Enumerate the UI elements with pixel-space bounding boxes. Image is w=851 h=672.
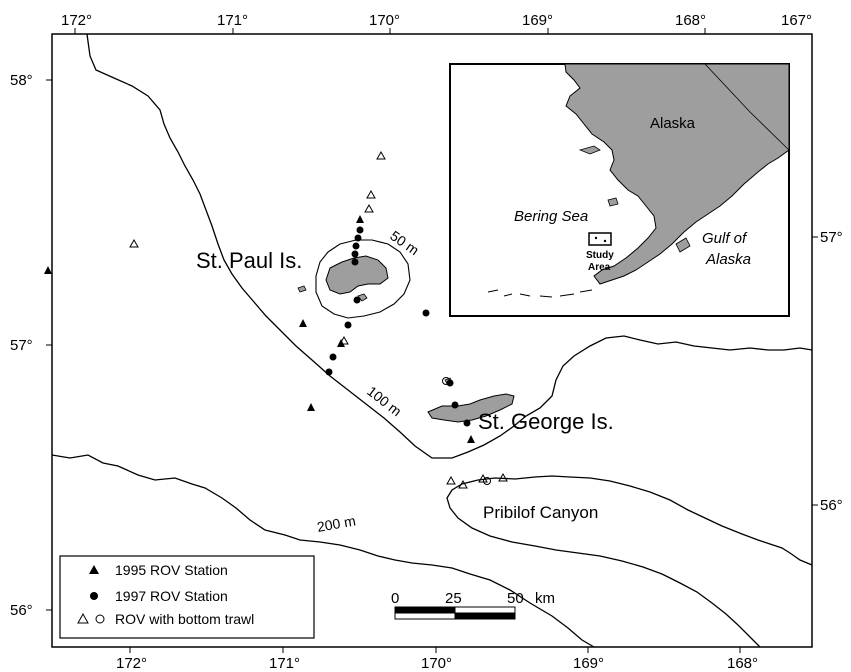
depth-100m-label: 100 m bbox=[364, 383, 405, 420]
canada-border bbox=[704, 64, 789, 151]
station-1997-marker bbox=[351, 250, 359, 258]
trawl-triangle-marker bbox=[458, 479, 468, 489]
station-1995-marker bbox=[299, 319, 307, 327]
bering-sea-label: Bering Sea bbox=[514, 208, 588, 225]
trawl-triangle-marker bbox=[339, 335, 349, 345]
station-1995-marker bbox=[356, 215, 364, 223]
right-lat-label: 56° bbox=[820, 497, 843, 514]
scale-tick-0: 0 bbox=[391, 590, 399, 607]
legend-1995-symbol bbox=[89, 565, 99, 574]
legend-1997-label: 1997 ROV Station bbox=[115, 588, 228, 604]
legend-trawl-label: ROV with bottom trawl bbox=[115, 611, 254, 627]
study-area-dot bbox=[603, 239, 607, 243]
right-lat-label: 57° bbox=[820, 229, 843, 246]
station-1997-marker bbox=[325, 368, 333, 376]
left-lat-label: 57° bbox=[10, 337, 33, 354]
scale-tick-25: 25 bbox=[445, 590, 462, 607]
station-1997-marker bbox=[352, 242, 360, 250]
contour-100m-line bbox=[86, 33, 813, 459]
scale-segment bbox=[394, 612, 456, 620]
station-1997-marker bbox=[351, 258, 359, 266]
scale-segment bbox=[454, 612, 516, 620]
top-lon-label: 172° bbox=[61, 12, 92, 29]
gulf-of-alaska-label-line2: Alaska bbox=[705, 251, 751, 268]
stations-1995 bbox=[44, 215, 475, 443]
trawl-triangle-marker bbox=[498, 472, 508, 482]
station-1997-marker bbox=[451, 401, 459, 409]
left-lat-label: 56° bbox=[10, 602, 33, 619]
bottom-lon-label: 170° bbox=[421, 655, 452, 672]
otter-island bbox=[357, 293, 368, 302]
walrus-island bbox=[297, 285, 307, 293]
trawl-triangle-marker bbox=[364, 203, 374, 213]
depth-50m-label: 50 m bbox=[387, 227, 422, 258]
pribilof-canyon-label: Pribilof Canyon bbox=[483, 503, 598, 522]
scale-unit: km bbox=[535, 590, 555, 607]
st-george-island bbox=[427, 393, 515, 423]
scale-segment bbox=[454, 606, 516, 614]
pribilof-canyon-line bbox=[446, 475, 813, 648]
top-lon-label: 171° bbox=[217, 12, 248, 29]
kodiak-island bbox=[675, 237, 691, 253]
left-lat-label: 58° bbox=[10, 72, 33, 89]
aleutian-chain bbox=[487, 289, 593, 298]
bottom-lon-label: 171° bbox=[269, 655, 300, 672]
station-1997-marker bbox=[354, 234, 362, 242]
trawl-triangle-marker bbox=[366, 189, 376, 199]
depth-200m-label: 200 m bbox=[316, 512, 357, 535]
stations-trawl bbox=[129, 150, 508, 489]
trawl-triangle-marker bbox=[376, 150, 386, 160]
stations-1997 bbox=[325, 226, 471, 427]
contour-200m-line bbox=[51, 454, 595, 648]
station-1997-marker bbox=[356, 226, 364, 234]
bottom-lon-label: 169° bbox=[573, 655, 604, 672]
top-lon-label: 167° bbox=[781, 12, 812, 29]
station-1997-marker bbox=[344, 321, 352, 329]
legend: 1995 ROV Station 1997 ROV Station ROV wi… bbox=[59, 555, 315, 639]
bottom-lon-label: 172° bbox=[116, 655, 147, 672]
station-1995-marker bbox=[307, 403, 315, 411]
station-1995-marker bbox=[44, 266, 52, 274]
study-area-dot bbox=[594, 236, 598, 240]
map-frame bbox=[51, 33, 813, 648]
top-lon-label: 168° bbox=[675, 12, 706, 29]
study-area-label-line2: Area bbox=[588, 262, 611, 273]
contour-50m-line bbox=[315, 239, 411, 319]
legend-box bbox=[59, 555, 315, 639]
gulf-of-alaska-label-line1: Gulf of bbox=[702, 230, 748, 247]
st-paul-island bbox=[325, 255, 389, 295]
top-lon-label: 170° bbox=[369, 12, 400, 29]
station-1997-marker bbox=[422, 309, 430, 317]
inset-map: Alaska Bering Sea Gulf of Alaska Study A… bbox=[449, 63, 790, 317]
trawl-circle-marker bbox=[442, 377, 450, 385]
top-lon-label: 169° bbox=[522, 12, 553, 29]
st-paul-label: St. Paul Is. bbox=[196, 248, 302, 273]
trawl-circle-marker bbox=[483, 477, 491, 485]
study-area-label-line1: Study bbox=[586, 250, 614, 261]
legend-trawl-triangle-symbol bbox=[77, 612, 89, 624]
st-george-label: St. George Is. bbox=[478, 409, 614, 434]
station-1995-marker bbox=[467, 435, 475, 443]
scale-bar: 0 25 50 km bbox=[391, 590, 555, 620]
scale-segment bbox=[394, 606, 456, 614]
legend-1995-label: 1995 ROV Station bbox=[115, 562, 228, 578]
trawl-triangle-marker bbox=[129, 238, 139, 248]
scale-tick-50: 50 bbox=[507, 590, 524, 607]
legend-trawl-circle-symbol bbox=[95, 614, 105, 624]
st-lawrence-island bbox=[578, 145, 601, 155]
bottom-lon-label: 168° bbox=[727, 655, 758, 672]
station-1997-marker bbox=[463, 419, 471, 427]
nunivak-island bbox=[607, 197, 619, 207]
alaska-label: Alaska bbox=[650, 115, 696, 132]
study-area-box bbox=[588, 232, 612, 246]
station-1997-marker bbox=[329, 353, 337, 361]
alaska-landmass bbox=[564, 64, 789, 285]
station-1997-marker bbox=[353, 296, 361, 304]
legend-1997-symbol bbox=[90, 592, 98, 600]
station-1997-marker bbox=[446, 379, 454, 387]
frame-ticks bbox=[46, 28, 818, 653]
trawl-triangle-marker bbox=[446, 475, 456, 485]
